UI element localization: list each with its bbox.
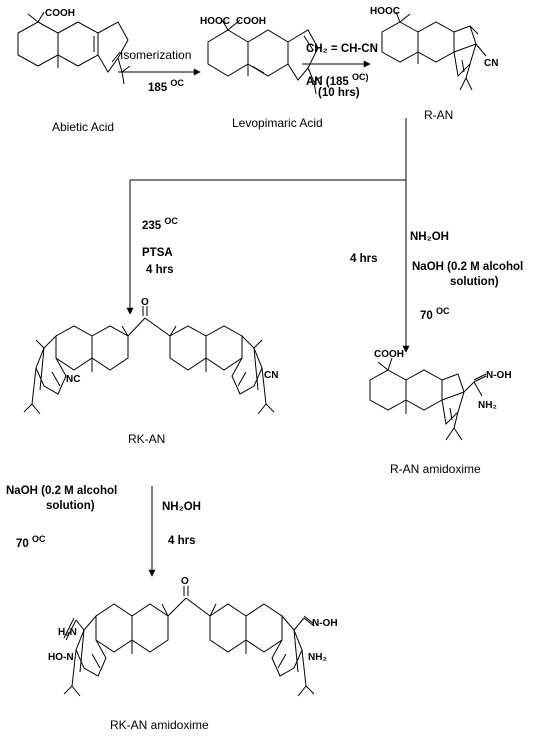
atom-labels: COOH HOOC COOH HOOC CN O NC CN COOH N-OH…	[45, 6, 512, 663]
cond-diels-alder-reagent: CH₂ = CH-CN	[306, 43, 378, 55]
cond-rk-an-amidox-base-1: NaOH (0.2 M alcohol	[6, 485, 118, 497]
levopimaric-hooc: HOOC	[200, 16, 230, 27]
cond-isomerization-temp: 185 OC	[148, 78, 184, 94]
rk-an-amidoxime-nh2: NH₂	[308, 652, 327, 663]
cond-rk-an-amidox-base-2: solution)	[46, 500, 95, 512]
label-r-an-amidoxime: R-AN amidoxime	[390, 462, 481, 476]
cond-r-an-amidox-base-1: NaOH (0.2 M alcohol	[412, 261, 524, 273]
rk-an-amidoxime-h2n: H₂N	[58, 627, 77, 638]
cond-r-an-amidox-reagent: NH₂OH	[410, 231, 449, 243]
rk-an-nc: NC	[66, 374, 80, 385]
rk-an-amidoxime-structure	[63, 586, 315, 697]
cond-isomerization-label: Isomerization	[120, 48, 192, 62]
cond-ketonization-time: 4 hrs	[146, 264, 174, 276]
abietic-acid-structure	[17, 11, 131, 85]
levopimaric-cooh: COOH	[236, 16, 266, 27]
cond-rk-an-amidox-reagent: NH₂OH	[162, 501, 201, 513]
label-rk-an: RK-AN	[128, 432, 166, 446]
r-an-amidoxime-cooh: COOH	[374, 349, 404, 360]
r-an-hooc: HOOC	[370, 6, 400, 17]
cond-rk-an-amidox-time: 4 hrs	[168, 535, 196, 547]
label-r-an: R-AN	[424, 108, 454, 122]
abietic-cooh: COOH	[45, 8, 75, 19]
rk-an-cn: CN	[264, 370, 278, 381]
r-an-amidoxime-nh2: NH₂	[478, 400, 497, 411]
rk-an-structure	[23, 306, 275, 415]
rk-an-amidoxime-ketone-o: O	[181, 576, 189, 587]
rk-an-ketone-o: O	[141, 297, 149, 308]
cond-diels-alder-an: AN (185 OC)	[306, 72, 369, 88]
r-an-amidoxime-structure	[369, 357, 487, 441]
label-levopimaric-acid: Levopimaric Acid	[232, 116, 323, 130]
rk-an-amidoxime-ho-n: HO-N	[48, 652, 74, 663]
r-an-cn: CN	[484, 58, 498, 69]
cond-ketonization-temp: 235 OC	[142, 216, 178, 232]
levopimaric-acid-structure	[207, 19, 323, 95]
cond-r-an-amidox-base-2: solution)	[450, 276, 499, 288]
r-an-structure	[381, 11, 487, 91]
rk-an-amidoxime-n-oh: N-OH	[312, 618, 338, 629]
cond-ketonization-catalyst: PTSA	[142, 247, 173, 259]
cond-diels-alder-time: (10 hrs)	[318, 87, 360, 99]
label-rk-an-amidoxime: RK-AN amidoxime	[110, 718, 209, 732]
cond-r-an-amidox-time: 4 hrs	[350, 253, 378, 265]
label-abietic-acid: Abietic Acid	[52, 120, 115, 134]
r-an-amidoxime-n-oh: N-OH	[486, 370, 512, 381]
cond-rk-an-amidox-temp: 70 OC	[16, 534, 46, 550]
cond-r-an-amidox-temp: 70 OC	[420, 306, 450, 322]
